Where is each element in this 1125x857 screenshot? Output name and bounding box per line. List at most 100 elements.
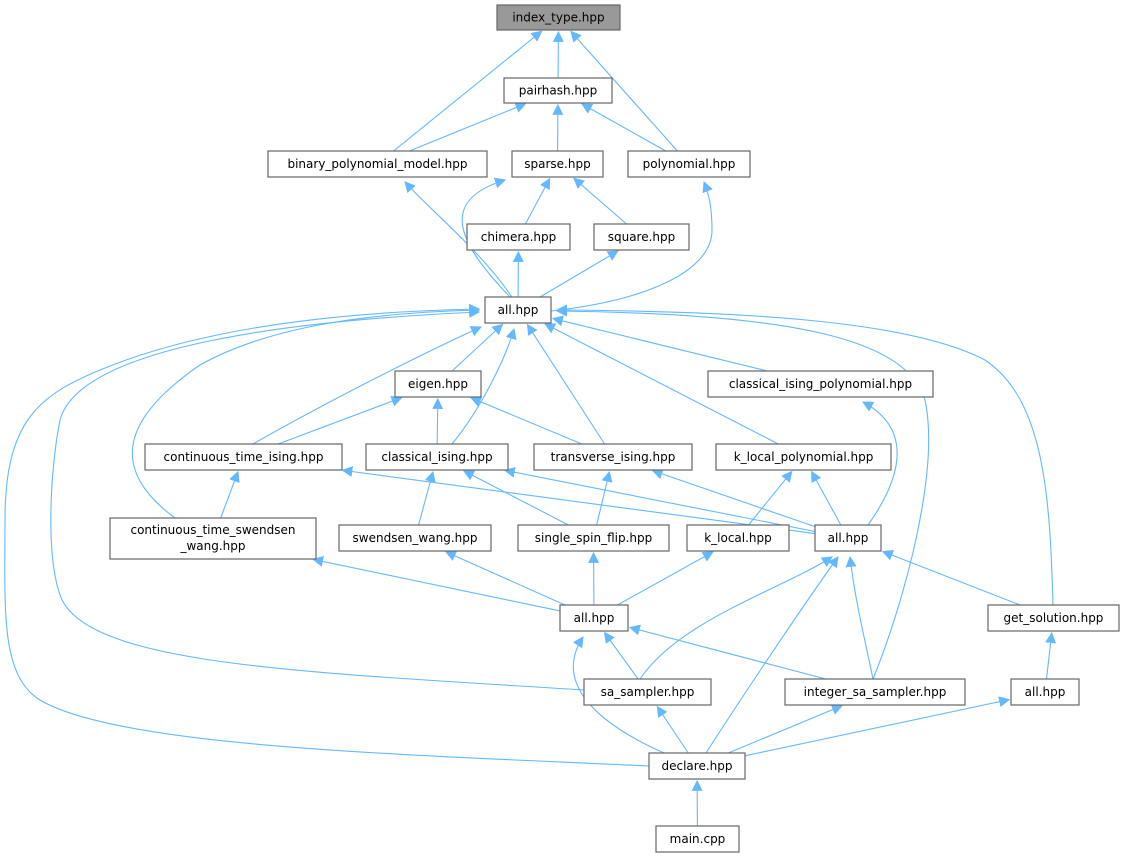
node-box: [533, 443, 693, 471]
node-declare[interactable]: declare.hpp: [648, 752, 746, 780]
edge-cts_wang-to-continuous_time_ising: [220, 470, 240, 519]
node-label: square.hpp: [608, 230, 676, 244]
edge-all3-to-cts_wang: [312, 556, 561, 612]
edge-declare-to-integer_sa_sampler: [728, 704, 843, 754]
node-all1[interactable]: all.hpp: [484, 296, 552, 324]
node-box: [655, 825, 740, 853]
node-box: [466, 223, 571, 251]
node-label: all.hpp: [828, 531, 869, 545]
node-label: pairhash.hpp: [519, 84, 598, 98]
node-integer-sa-sampler[interactable]: integer_sa_sampler.hpp: [784, 678, 966, 706]
node-box: [394, 370, 482, 398]
edge-single_spin_flip-to-classical_ising: [462, 470, 569, 526]
node-label: sa_sampler.hpp: [601, 685, 695, 699]
node-k-local[interactable]: k_local.hpp: [686, 524, 790, 552]
node-transverse-ising[interactable]: transverse_ising.hpp: [533, 443, 693, 471]
edge-get_solution-to-all1: [555, 304, 1054, 606]
edge-cts_wang-to-all1: [131, 304, 481, 519]
node-main[interactable]: main.cpp: [655, 825, 740, 853]
edge-binary_polynomial_model-to-pairhash: [409, 102, 527, 152]
node-box: [144, 443, 343, 471]
edge-single_spin_flip-to-transverse_ising: [596, 470, 613, 526]
node-box: [365, 443, 509, 471]
node-box: [496, 4, 621, 31]
edge-classical_ising-to-eigen: [432, 397, 444, 445]
edge-polynomial-to-index_type: [570, 30, 678, 152]
node-label: classical_ising_polynomial.hpp: [729, 377, 912, 391]
node-classical-ising[interactable]: classical_ising.hpp: [365, 443, 509, 471]
edge-all3-to-k_local: [617, 551, 714, 606]
edge-all2-to-classical_ising_polynomial: [862, 401, 898, 526]
node-all4[interactable]: all.hpp: [1010, 678, 1080, 706]
node-eigen[interactable]: eigen.hpp: [394, 370, 482, 398]
node-label: all.hpp: [1025, 685, 1066, 699]
edge-transverse_ising-to-all1: [526, 323, 606, 445]
node-box: [503, 77, 613, 104]
node-box: [987, 604, 1120, 632]
node-box: [1010, 678, 1080, 706]
node-box: [686, 524, 790, 552]
node-label: all.hpp: [574, 611, 615, 625]
node-box: [715, 443, 892, 471]
edge-sa_sampler-to-all3: [603, 631, 639, 680]
node-label: sparse.hpp: [524, 157, 590, 171]
node-sparse[interactable]: sparse.hpp: [511, 150, 604, 178]
edge-declare-to-all2: [705, 556, 839, 754]
edge-declare-to-all4: [744, 696, 1011, 757]
edge-k_local_polynomial-to-all1: [544, 323, 779, 445]
node-binary-polynomial-model[interactable]: binary_polynomial_model.hpp: [267, 150, 488, 178]
node-label: polynomial.hpp: [643, 157, 736, 171]
node-label: k_local_polynomial.hpp: [734, 450, 874, 464]
edge-all3-to-swendsen_wang: [444, 550, 566, 606]
node-index-type[interactable]: index_type.hpp: [496, 4, 621, 31]
node-sa-sampler[interactable]: sa_sampler.hpp: [583, 678, 712, 706]
node-all3[interactable]: all.hpp: [559, 604, 629, 632]
node-classical-ising-polynomial[interactable]: classical_ising_polynomial.hpp: [707, 370, 934, 398]
edge-integer_sa_sampler-to-all2: [845, 555, 874, 680]
node-box: [559, 604, 629, 632]
node-label: continuous_time_ising.hpp: [164, 450, 324, 464]
edge-declare-to-all1: [4, 303, 650, 767]
node-box: [484, 296, 552, 324]
node-all2[interactable]: all.hpp: [814, 524, 882, 552]
node-box: [627, 150, 751, 178]
edge-sa_sampler-to-all1: [50, 306, 585, 691]
node-square[interactable]: square.hpp: [593, 223, 690, 251]
edge-all4-to-get_solution: [1045, 631, 1057, 680]
edge-k_local-to-k_local_polynomial: [748, 470, 793, 526]
node-label: k_local.hpp: [704, 531, 772, 545]
edge-classical_ising-to-all1: [451, 327, 517, 445]
node-box: [707, 370, 934, 398]
edge-integer_sa_sampler-to-all3: [628, 624, 826, 680]
node-label: get_solution.hpp: [1004, 611, 1104, 625]
edge-declare-to-sa_sampler: [656, 705, 689, 754]
nodes: index_type.hpp pairhash.hpp binary_polynom…: [109, 4, 1120, 853]
node-box: [784, 678, 966, 706]
node-label: chimera.hpp: [481, 230, 557, 244]
node-polynomial[interactable]: polynomial.hpp: [627, 150, 751, 178]
node-continuous-time-ising[interactable]: continuous_time_ising.hpp: [144, 443, 343, 471]
edge-all1-to-binary_polynomial_model: [404, 181, 513, 298]
node-k-local-polynomial[interactable]: k_local_polynomial.hpp: [715, 443, 892, 471]
node-label: binary_polynomial_model.hpp: [287, 157, 467, 171]
node-box: [511, 150, 604, 178]
edge-continuous_time_ising-to-eigen: [277, 396, 403, 445]
edge-transverse_ising-to-eigen: [469, 396, 583, 445]
node-cts-wang[interactable]: continuous_time_swendsen_wang.hpp: [109, 517, 317, 560]
node-chimera[interactable]: chimera.hpp: [466, 223, 571, 251]
node-label: eigen.hpp: [408, 377, 468, 391]
node-box: [267, 150, 488, 178]
edge-eigen-to-all1: [451, 323, 504, 372]
node-single-spin-flip[interactable]: single_spin_flip.hpp: [517, 524, 670, 552]
node-label: continuous_time_swendsen: [130, 523, 295, 537]
edge-chimera-to-sparse: [524, 177, 551, 225]
node-box: [338, 524, 492, 552]
node-swendsen-wang[interactable]: swendsen_wang.hpp: [338, 524, 492, 552]
edge-all1-to-polynomial: [550, 180, 713, 312]
node-get-solution[interactable]: get_solution.hpp: [987, 604, 1120, 632]
node-pairhash[interactable]: pairhash.hpp: [503, 77, 613, 104]
node-box: [583, 678, 712, 706]
edge-all2-to-continuous_time_ising: [341, 466, 816, 535]
edge-binary_polynomial_model-to-index_type: [393, 30, 543, 152]
node-label: declare.hpp: [662, 759, 733, 773]
